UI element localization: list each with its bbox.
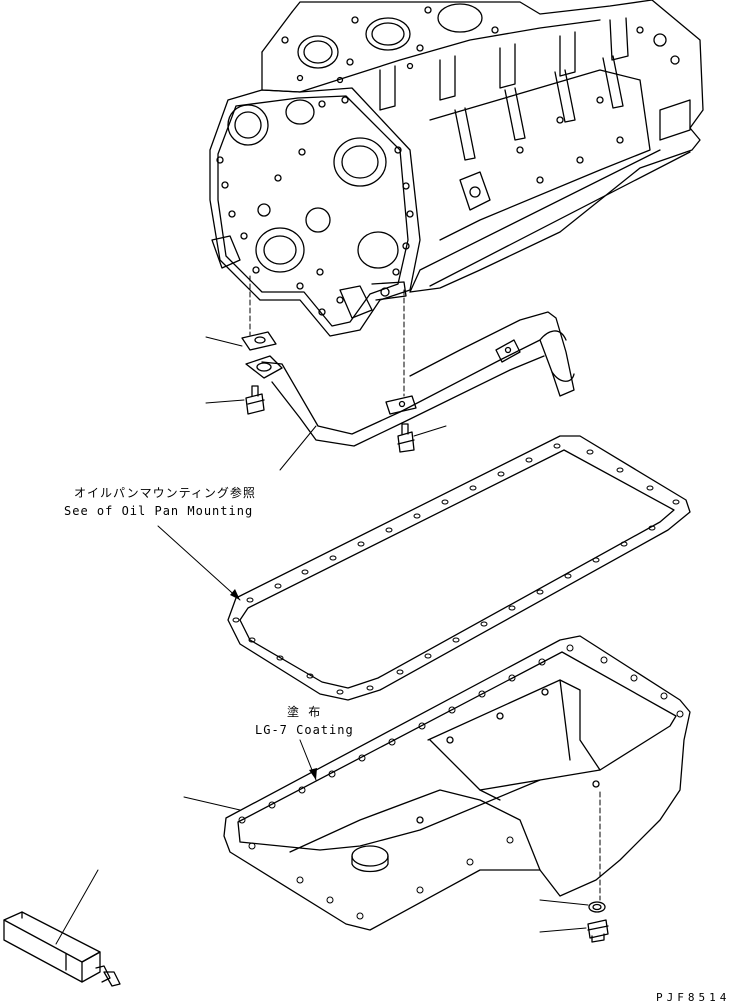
drain-washer: [588, 901, 606, 913]
oil-pan: [223, 635, 691, 931]
assembly-guide-lines: [249, 275, 601, 901]
sealant-tube: [3, 911, 121, 987]
oil-pan-mounting-ref-jp: オイルパンマウンティング参照: [74, 486, 256, 500]
leader-lines: [55, 336, 589, 945]
bracket-bolt: [397, 423, 415, 453]
oil-suction-pipe: [261, 311, 575, 447]
drain-plug: [587, 919, 609, 943]
coating-label-en: LG-7 Coating: [255, 723, 354, 737]
oil-pan-mounting-ref-en: See of Oil Pan Mounting: [64, 504, 254, 518]
engine-block: [209, 0, 704, 337]
drawing-code: PJF8514: [656, 991, 731, 1004]
leader-arrowheads: [230, 589, 317, 780]
pipe-flange-gasket: [241, 331, 283, 379]
oil-pan-gasket: [227, 435, 691, 701]
flange-bolt: [245, 385, 265, 415]
coating-label-jp: 塗 布: [287, 705, 322, 719]
